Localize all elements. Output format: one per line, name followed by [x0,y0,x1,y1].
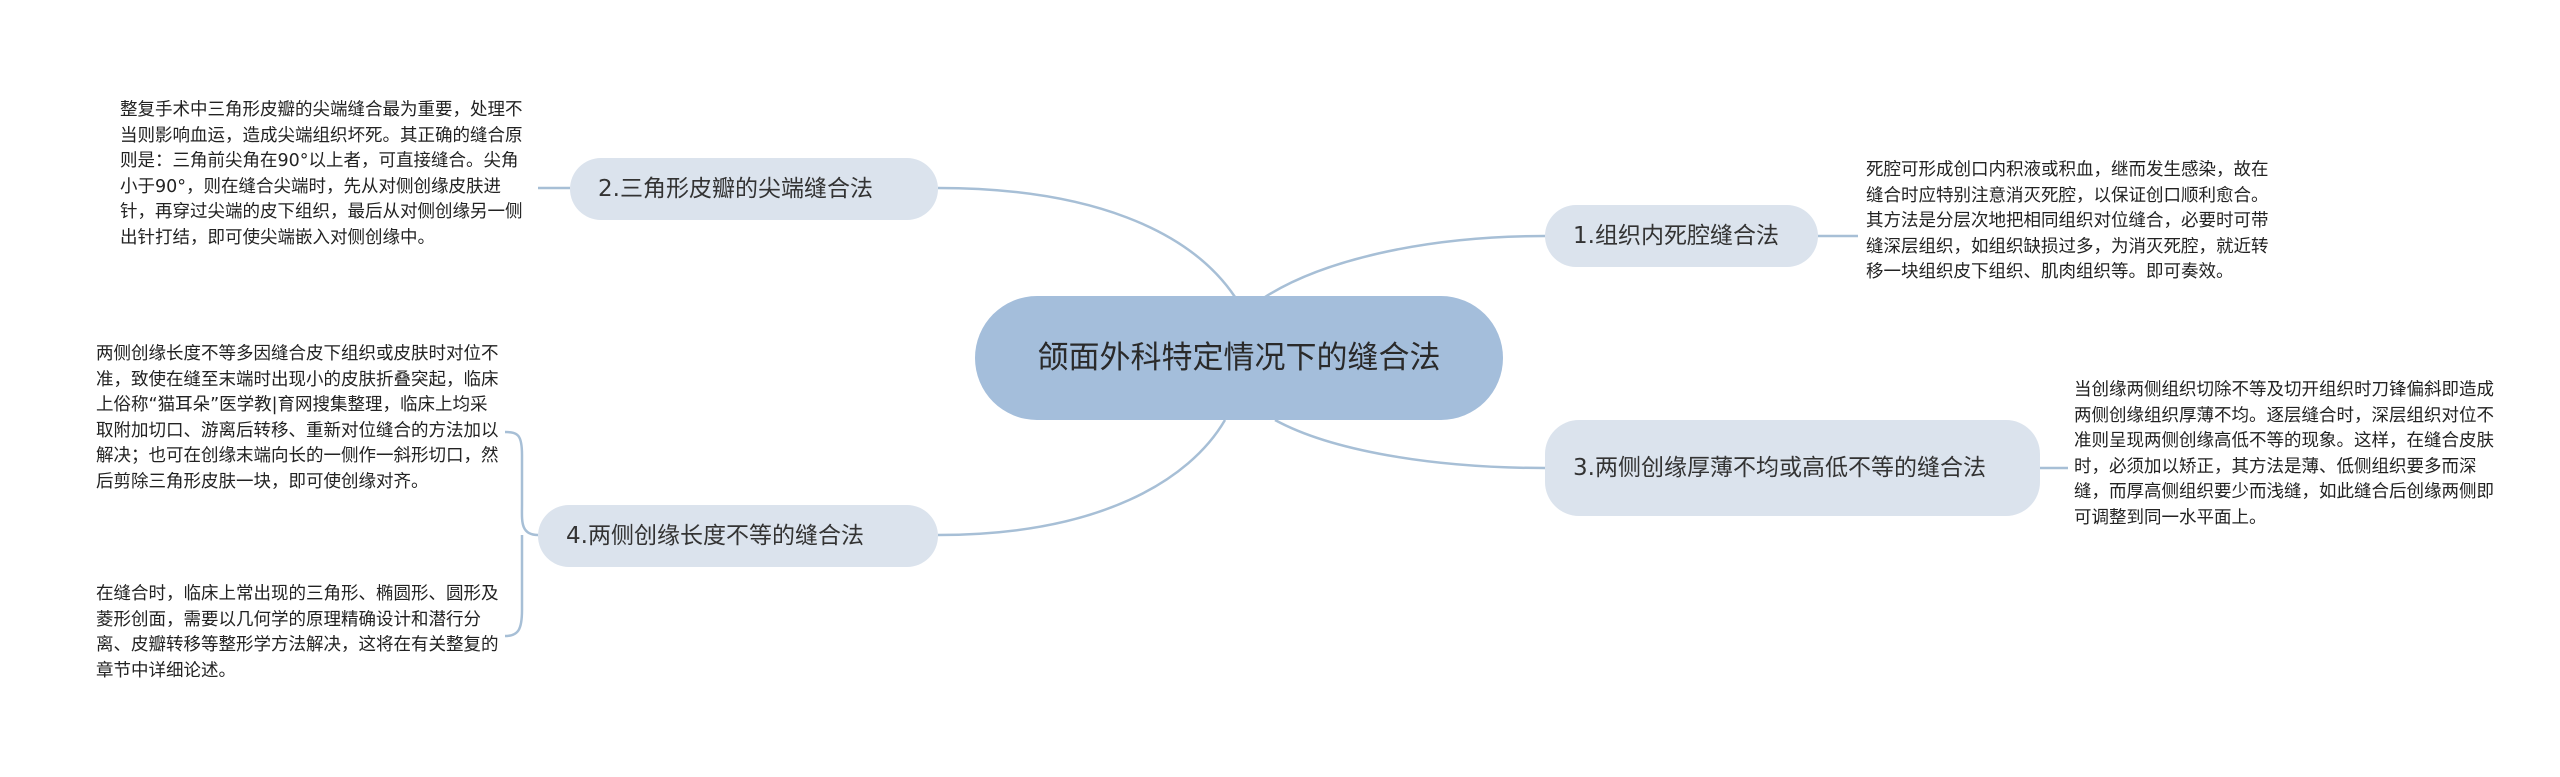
root-node[interactable]: 颌面外科特定情况下的缝合法 [975,296,1503,420]
link-root-b4 [937,419,1227,537]
note-geometric-wounds: 在缝合时，临床上常出现的三角形、椭圆形、圆形及菱形创面，需要以几何学的原理精确设… [96,584,499,681]
branch-label: 1.组织内死腔缝合法 [1573,223,1779,249]
branch-label: 2.三角形皮瓣的尖端缝合法 [598,176,873,202]
note-triangle-flap: 整复手术中三角形皮瓣的尖端缝合最为重要，处理不当则影响血运，造成尖端组织坏死。其… [120,100,523,248]
link-root-b3 [1274,418,1546,470]
branch-dead-space[interactable]: 1.组织内死腔缝合法 [1545,205,1818,267]
branch-uneven-thickness[interactable]: 3.两侧创缘厚薄不均或高低不等的缝合法 [1545,420,2040,516]
branch-unequal-length[interactable]: 4.两侧创缘长度不等的缝合法 [538,505,938,567]
branch-label: 4.两侧创缘长度不等的缝合法 [566,523,864,549]
link-root-b2 [937,186,1237,298]
root-title: 颌面外科特定情况下的缝合法 [1037,340,1441,376]
note-unequal-length: 两侧创缘长度不等多因缝合皮下组织或皮肤时对位不准，致使在缝至末端时出现小的皮肤折… [96,344,499,492]
note-uneven-thickness: 当创缘两侧组织切除不等及切开组织时刀锋偏斜即造成两侧创缘组织厚薄不均。逐层缝合时… [2074,380,2494,528]
note-dead-space: 死腔可形成创口内积液或积血，继而发生感染，故在缝合时应特别注意消灭死腔，以保证创… [1866,160,2269,282]
branch-triangle-flap[interactable]: 2.三角形皮瓣的尖端缝合法 [570,158,938,220]
link-b4-bracket [504,430,539,638]
link-root-b1 [1264,234,1546,299]
branch-label: 3.两侧创缘厚薄不均或高低不等的缝合法 [1573,455,1986,481]
